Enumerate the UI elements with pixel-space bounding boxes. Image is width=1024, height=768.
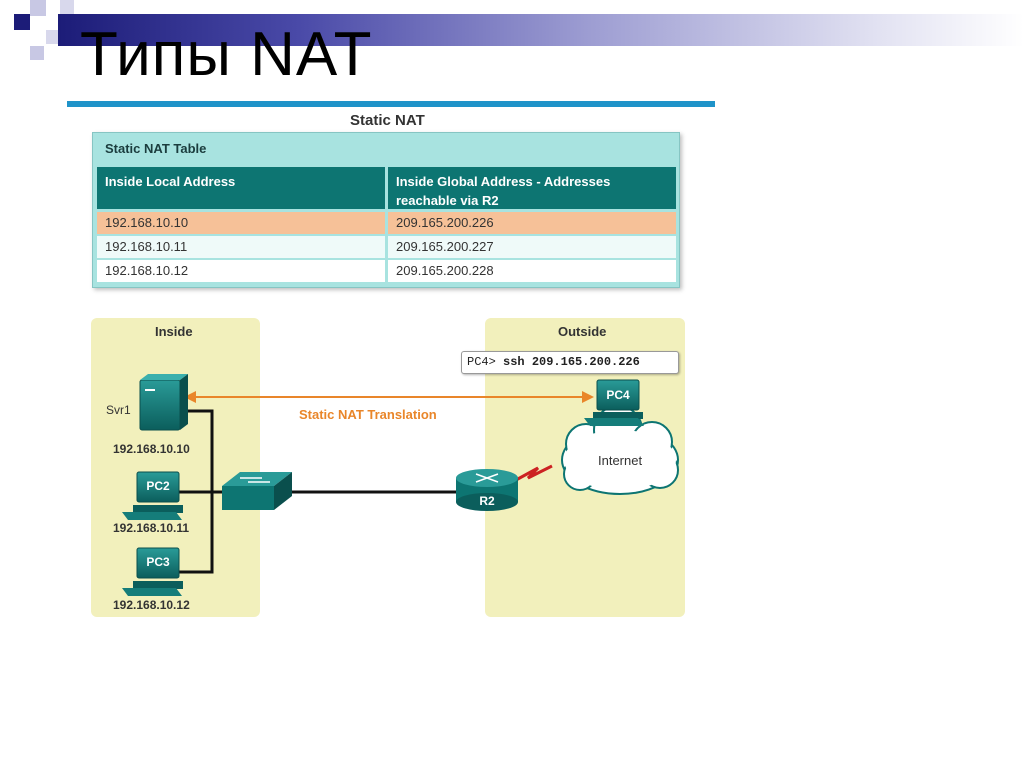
arrow-head-left <box>184 391 196 403</box>
decor-square <box>30 0 46 16</box>
table-cell: 192.168.10.12 <box>97 260 385 282</box>
pc4-label: PC4 <box>606 388 630 402</box>
server-svr1 <box>139 374 188 431</box>
title-underline <box>67 101 715 107</box>
pc3-label: PC3 <box>146 555 170 569</box>
server-ip: 192.168.10.10 <box>113 442 190 456</box>
title-gradient-bar <box>58 14 1024 46</box>
decor-square <box>60 0 74 14</box>
translation-label: Static NAT Translation <box>299 407 437 422</box>
decor-square <box>46 30 60 44</box>
nat-table-heading: Static NAT <box>350 112 425 129</box>
internet-label: Internet <box>598 453 643 468</box>
pc3 <box>122 547 183 596</box>
serial-link <box>515 464 553 482</box>
server-label: Svr1 <box>106 403 131 417</box>
command-text: ssh 209.165.200.226 <box>503 355 640 369</box>
slide-title: Типы NAT <box>80 20 373 89</box>
table-cell: 209.165.200.228 <box>388 260 676 282</box>
router-label: R2 <box>479 494 495 508</box>
static-nat-table: Static NAT Table Inside Local Address In… <box>92 132 680 288</box>
router-r2 <box>456 469 518 511</box>
table-cell: 209.165.200.227 <box>388 236 676 258</box>
arrow-head-right <box>582 391 594 403</box>
inside-zone-label: Inside <box>155 324 193 339</box>
pc2-label: PC2 <box>146 479 170 493</box>
table-cell: 192.168.10.11 <box>97 236 385 258</box>
table-cell: 209.165.200.226 <box>388 212 676 234</box>
outside-zone-label: Outside <box>558 324 607 339</box>
pc3-ip: 192.168.10.12 <box>113 598 190 612</box>
command-prompt: PC4> <box>467 355 496 369</box>
column-header-inside-global: Inside Global Address - Addresses reacha… <box>388 167 676 209</box>
pc2 <box>122 471 183 520</box>
switch <box>222 472 292 510</box>
decor-square <box>30 46 44 60</box>
pc4-command: PC4> ssh 209.165.200.226 <box>461 351 679 374</box>
pc4 <box>584 379 644 426</box>
table-caption: Static NAT Table <box>105 141 207 156</box>
decor-square <box>14 14 30 30</box>
table-cell: 192.168.10.10 <box>97 212 385 234</box>
column-header-inside-local: Inside Local Address <box>97 167 385 209</box>
pc2-ip: 192.168.10.11 <box>113 521 190 535</box>
